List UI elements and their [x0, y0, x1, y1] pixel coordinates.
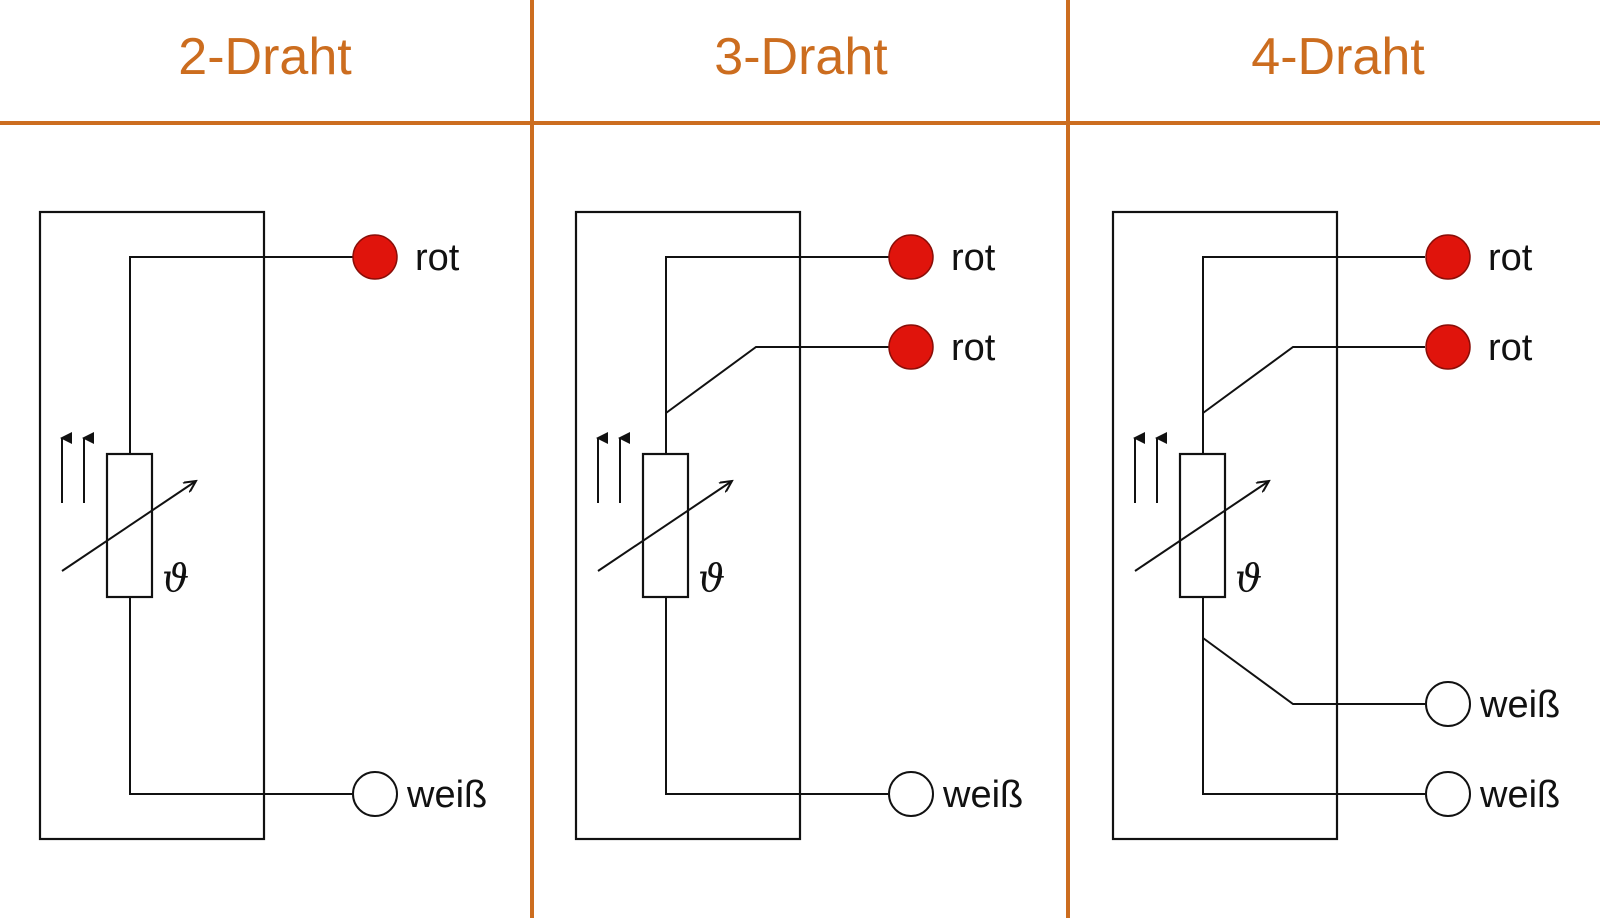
panel-title: 3-Draht	[714, 28, 888, 86]
theta-symbol: ϑ	[162, 556, 189, 600]
terminal-white	[1425, 681, 1471, 727]
theta-symbol: ϑ	[698, 556, 725, 600]
terminal-label: weiß	[1479, 684, 1560, 726]
panel-4-wire: 4-Draht ϑ rot rot weiß weiß	[1111, 28, 1560, 841]
wire-red-sense	[665, 346, 911, 414]
variable-arrow-icon	[61, 481, 196, 572]
wire-red-sense	[1202, 346, 1425, 414]
wire-red	[1202, 256, 1425, 454]
panel-title: 4-Draht	[1251, 28, 1425, 86]
resistor-icon	[641, 452, 690, 599]
variable-arrow-icon	[1134, 481, 1269, 572]
wire-white-sense	[1202, 637, 1425, 705]
terminal-label: weiß	[942, 774, 1023, 816]
terminal-red	[352, 234, 398, 280]
panel-3-wire: 3-Draht ϑ rot rot weiß	[574, 28, 1023, 841]
terminal-label: rot	[1488, 237, 1533, 279]
panel-2-wire: 2-Draht ϑ rot weiß	[38, 28, 487, 841]
wire-white	[665, 597, 888, 795]
terminal-label: rot	[415, 237, 460, 279]
terminal-white	[888, 771, 934, 817]
terminal-label: rot	[1488, 327, 1533, 369]
sensor-housing	[38, 210, 266, 841]
terminal-white	[352, 771, 398, 817]
panel-title: 2-Draht	[178, 28, 352, 86]
terminal-label: weiß	[1479, 774, 1560, 816]
terminal-red	[1425, 234, 1471, 280]
sensor-housing	[1111, 210, 1339, 841]
theta-symbol: ϑ	[1235, 556, 1262, 600]
terminal-label: rot	[951, 327, 996, 369]
resistor-icon	[1178, 452, 1227, 599]
terminal-red	[1425, 324, 1471, 370]
terminal-white	[1425, 771, 1471, 817]
terminal-red	[888, 234, 934, 280]
terminal-red	[888, 324, 934, 370]
terminal-label: weiß	[406, 774, 487, 816]
sensor-housing	[574, 210, 802, 841]
variable-arrow-icon	[597, 481, 732, 572]
wire-white	[129, 597, 352, 795]
terminal-label: rot	[951, 237, 996, 279]
wire-red	[665, 256, 911, 454]
wire-red	[129, 256, 375, 454]
resistor-icon	[105, 452, 154, 599]
wire-white	[1202, 597, 1425, 795]
